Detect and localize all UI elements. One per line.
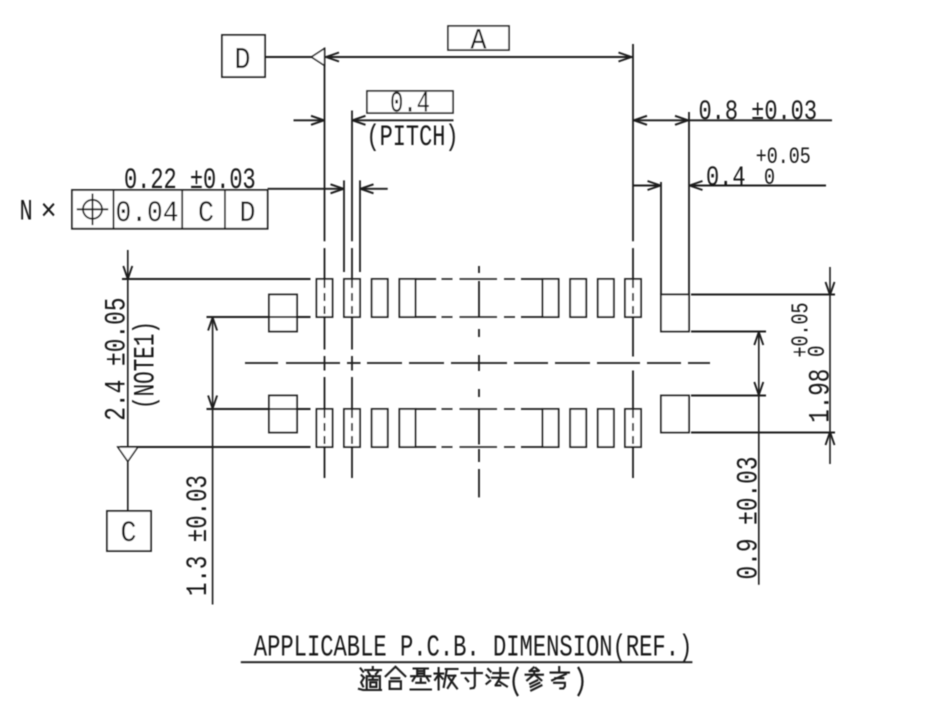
svg-text:(NOTE1): (NOTE1) <box>130 321 164 409</box>
svg-text:D: D <box>235 43 251 78</box>
svg-text:APPLICABLE P.C.B. DIMENSION(RE: APPLICABLE P.C.B. DIMENSION(REF.) <box>254 631 693 666</box>
svg-text:D: D <box>240 197 256 231</box>
svg-text:C: C <box>198 197 214 231</box>
svg-text:(PITCH): (PITCH) <box>367 121 459 155</box>
svg-text:0.22 ±0.03: 0.22 ±0.03 <box>124 164 256 198</box>
svg-text:+0.05: +0.05 <box>756 144 811 170</box>
svg-text:×: × <box>41 196 57 230</box>
svg-text:0.4: 0.4 <box>390 88 430 122</box>
svg-text:A: A <box>471 25 487 59</box>
svg-text:0.9 ±0.03: 0.9 ±0.03 <box>733 457 767 580</box>
svg-text:0: 0 <box>805 346 832 358</box>
svg-text:0.8 ±0.03: 0.8 ±0.03 <box>699 97 818 128</box>
svg-text:0.4: 0.4 <box>706 163 746 194</box>
svg-text:2.4 ±0.05: 2.4 ±0.05 <box>101 297 135 420</box>
svg-text:+0.05: +0.05 <box>789 303 816 358</box>
svg-text:1.3 ±0.03: 1.3 ±0.03 <box>182 475 216 596</box>
svg-text:C: C <box>121 517 137 551</box>
svg-text:1.98: 1.98 <box>805 369 839 423</box>
svg-text:N: N <box>20 196 33 230</box>
svg-text:0: 0 <box>764 165 775 191</box>
svg-text:0.04: 0.04 <box>116 197 179 231</box>
